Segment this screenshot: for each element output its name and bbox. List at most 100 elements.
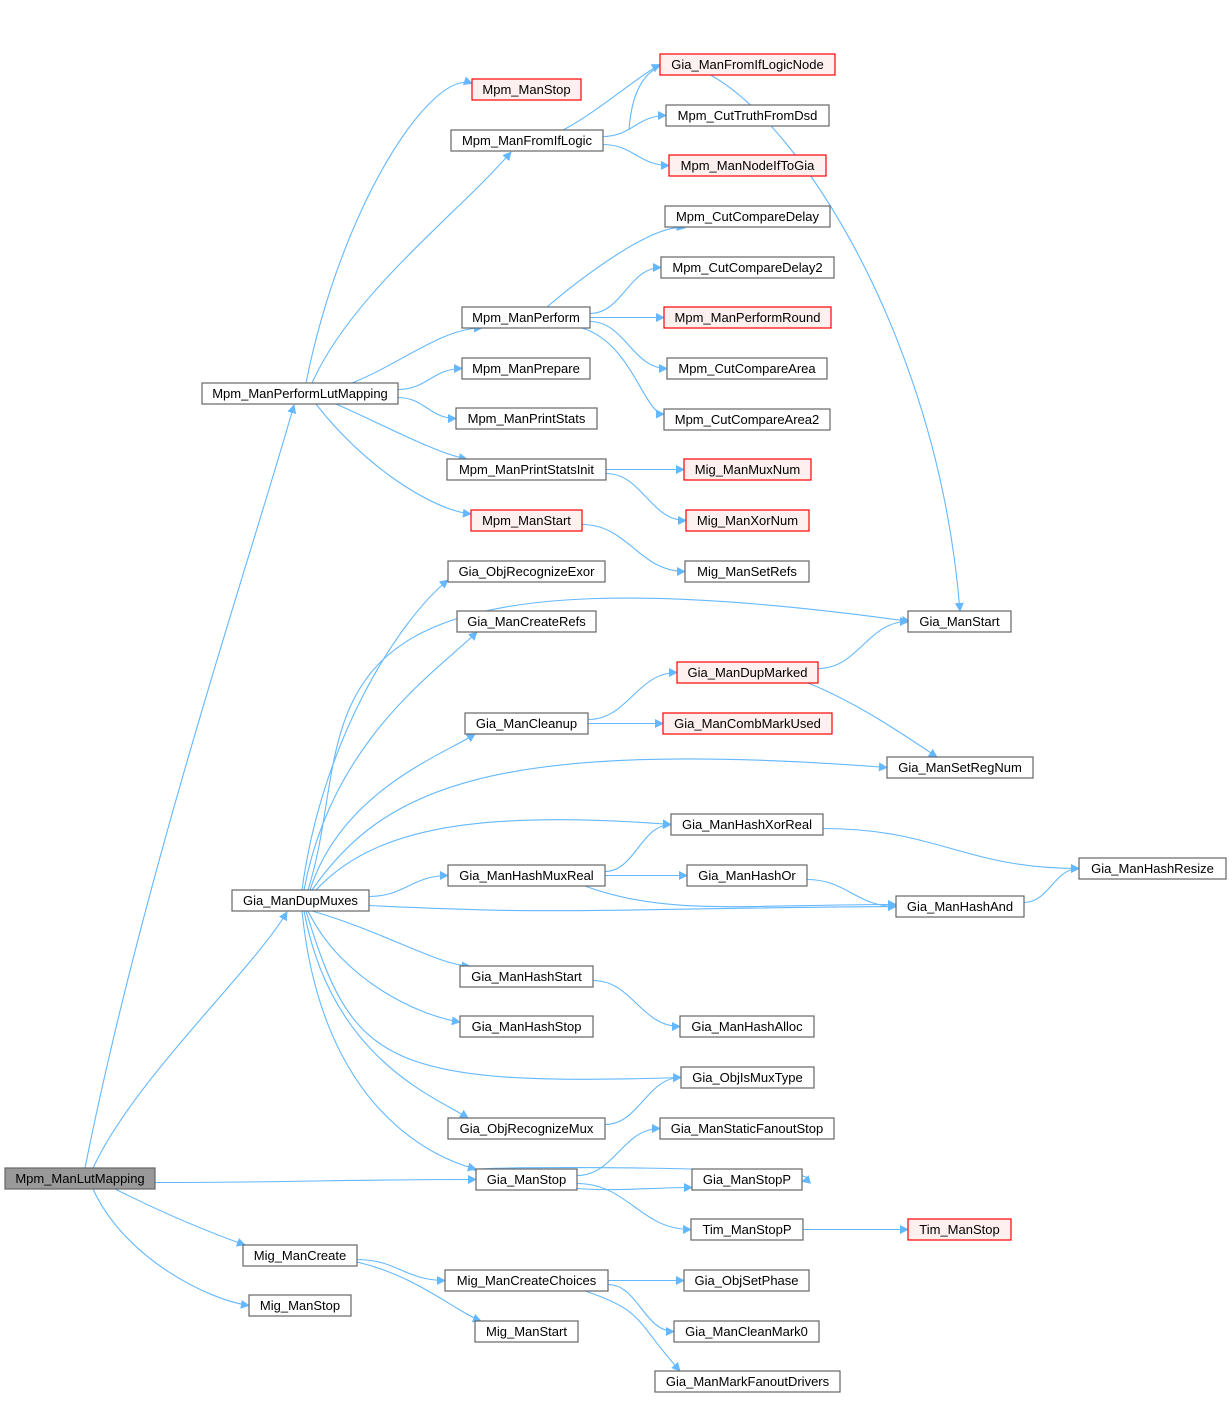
node-cleanmark0[interactable]: Gia_ManCleanMark0 <box>673 1320 820 1343</box>
node-mpmstop[interactable]: Mpm_ManStop <box>471 78 582 101</box>
node-prepare[interactable]: Mpm_ManPrepare <box>461 357 591 380</box>
node-box <box>659 53 836 76</box>
edge-giastop-to-staticfanoutstop <box>576 1124 661 1177</box>
edge-mpmstart-to-setrefs <box>581 523 686 576</box>
node-dupmuxes[interactable]: Gia_ManDupMuxes <box>231 889 370 912</box>
node-giastart[interactable]: Gia_ManStart <box>907 610 1012 633</box>
node-perform[interactable]: Mpm_ManPerform <box>461 306 591 329</box>
node-label: Mpm_ManStop <box>482 82 570 97</box>
node-migcreatechoices[interactable]: Mig_ManCreateChoices <box>444 1269 609 1292</box>
node-box <box>690 1218 804 1241</box>
node-objrecmux[interactable]: Gia_ObjRecognizeMux <box>447 1117 606 1140</box>
node-giastop[interactable]: Gia_ManStop <box>475 1168 578 1191</box>
edge-performlut-to-perform <box>351 323 483 384</box>
node-printstats[interactable]: Mpm_ManPrintStats <box>455 407 598 430</box>
node-xornum[interactable]: Mig_ManXorNum <box>685 509 810 532</box>
node-box <box>683 458 812 481</box>
node-performlut[interactable]: Mpm_ManPerformLutMapping <box>201 382 399 405</box>
node-label: Gia_ManHashOr <box>698 868 796 883</box>
node-cutcomparedelay2[interactable]: Mpm_CutCompareDelay2 <box>660 256 835 279</box>
edge-fromif-to-fromiflogicnode <box>562 64 661 131</box>
node-printstatsinit[interactable]: Mpm_ManPrintStatsInit <box>446 458 607 481</box>
node-label: Mpm_CutCompareArea2 <box>675 412 820 427</box>
edge-dupmuxes-to-objrecmux <box>303 910 469 1119</box>
node-label: Mpm_ManStart <box>482 513 571 528</box>
node-box <box>668 154 827 177</box>
node-performround[interactable]: Mpm_ManPerformRound <box>663 306 832 329</box>
node-objsetphase[interactable]: Gia_ObjSetPhase <box>683 1269 810 1292</box>
node-box <box>459 1015 594 1038</box>
node-box <box>662 712 833 735</box>
node-label: Mig_ManStart <box>486 1324 567 1339</box>
node-nodeiftogia[interactable]: Mpm_ManNodeIfToGia <box>668 154 827 177</box>
node-label: Gia_ManHashXorReal <box>682 817 812 832</box>
node-box <box>665 104 830 127</box>
edge-perform-to-cutcomparearea2 <box>581 327 665 419</box>
node-hashalloc[interactable]: Gia_ManHashAlloc <box>679 1015 815 1038</box>
node-box <box>683 1269 810 1292</box>
edge-performlut-to-fromif <box>311 151 512 384</box>
node-combmarkused[interactable]: Gia_ManCombMarkUsed <box>662 712 833 735</box>
node-label: Gia_ManHashAlloc <box>691 1019 803 1034</box>
node-box <box>673 1320 820 1343</box>
node-label: Mpm_ManNodeIfToGia <box>681 158 815 173</box>
node-box <box>4 1167 156 1190</box>
node-setrefs[interactable]: Mig_ManSetRefs <box>684 560 810 583</box>
node-box <box>670 813 824 836</box>
node-cuttruthfromdsd[interactable]: Mpm_CutTruthFromDsd <box>665 104 830 127</box>
node-muxnum[interactable]: Mig_ManMuxNum <box>683 458 812 481</box>
node-migstop[interactable]: Mig_ManStop <box>248 1294 352 1317</box>
node-label: Gia_ObjRecognizeExor <box>459 564 596 579</box>
node-createrefs[interactable]: Gia_ManCreateRefs <box>456 610 597 633</box>
node-hashxorreal[interactable]: Gia_ManHashXorReal <box>670 813 824 836</box>
edge-cleanup-to-dupmarked <box>587 668 678 721</box>
node-label: Gia_ManSetRegNum <box>898 760 1022 775</box>
edge-perform-to-cutcomparedelay <box>546 222 686 308</box>
node-cutcomparedelay[interactable]: Mpm_CutCompareDelay <box>664 205 831 228</box>
node-box <box>447 864 606 887</box>
node-hashmuxreal[interactable]: Gia_ManHashMuxReal <box>447 864 606 887</box>
node-hashand[interactable]: Gia_ManHashAnd <box>895 895 1025 918</box>
node-hashstop[interactable]: Gia_ManHashStop <box>459 1015 594 1038</box>
node-hashresize[interactable]: Gia_ManHashResize <box>1078 857 1227 880</box>
node-fromif[interactable]: Mpm_ManFromIfLogic <box>450 129 604 152</box>
node-cutcomparearea2[interactable]: Mpm_CutCompareArea2 <box>663 408 831 431</box>
node-giastopp[interactable]: Gia_ManStopP <box>691 1168 803 1191</box>
node-hashor[interactable]: Gia_ManHashOr <box>686 864 808 887</box>
node-objismuxtype[interactable]: Gia_ObjIsMuxType <box>680 1066 815 1089</box>
edge-dupmuxes-to-hashxorreal <box>315 819 672 891</box>
edge-dupmuxes-to-hashand <box>368 902 897 912</box>
node-label: Gia_ManCleanMark0 <box>685 1324 808 1339</box>
node-objrecexor[interactable]: Gia_ObjRecognizeExor <box>447 560 606 583</box>
node-timstop[interactable]: Tim_ManStop <box>907 1218 1012 1241</box>
edge-fromif-to-cuttruthfromdsd <box>602 111 667 138</box>
node-lutmap[interactable]: Mpm_ManLutMapping <box>4 1167 156 1190</box>
node-markfanout[interactable]: Gia_ManMarkFanoutDrivers <box>654 1370 841 1393</box>
edge-fromif-to-nodeiftogia <box>602 143 670 170</box>
edge-dupmuxes-to-setregnum <box>311 758 888 891</box>
node-migcreate[interactable]: Mig_ManCreate <box>242 1244 358 1267</box>
edge-dupmuxes-to-giastart <box>307 597 911 891</box>
edge-hashxorreal-to-hashresize <box>822 827 1080 873</box>
node-box <box>660 256 835 279</box>
edge-performlut-to-prepare <box>397 364 463 391</box>
node-dupmarked[interactable]: Gia_ManDupMarked <box>676 661 819 684</box>
edge-lutmap-to-migstop <box>92 1188 250 1309</box>
node-staticfanoutstop[interactable]: Gia_ManStaticFanoutStop <box>659 1117 835 1140</box>
edge-dupmarked-to-giastart <box>817 617 909 670</box>
node-setregnum[interactable]: Gia_ManSetRegNum <box>886 756 1034 779</box>
edge-dupmuxes-to-createrefs <box>303 631 478 891</box>
edges <box>84 63 1080 1372</box>
node-cleanup[interactable]: Gia_ManCleanup <box>464 712 589 735</box>
node-mpmstart[interactable]: Mpm_ManStart <box>470 509 583 532</box>
node-cutcomparearea[interactable]: Mpm_CutCompareArea <box>666 357 828 380</box>
node-migstart[interactable]: Mig_ManStart <box>474 1320 579 1343</box>
node-box <box>474 1320 579 1343</box>
node-hashstart[interactable]: Gia_ManHashStart <box>459 965 594 988</box>
node-box <box>461 357 591 380</box>
node-label: Gia_ManStop <box>487 1172 567 1187</box>
node-timstopp[interactable]: Tim_ManStopP <box>690 1218 804 1241</box>
node-label: Mig_ManMuxNum <box>695 462 800 477</box>
node-fromiflogicnode[interactable]: Gia_ManFromIfLogicNode <box>659 53 836 76</box>
node-label: Gia_ObjIsMuxType <box>692 1070 803 1085</box>
